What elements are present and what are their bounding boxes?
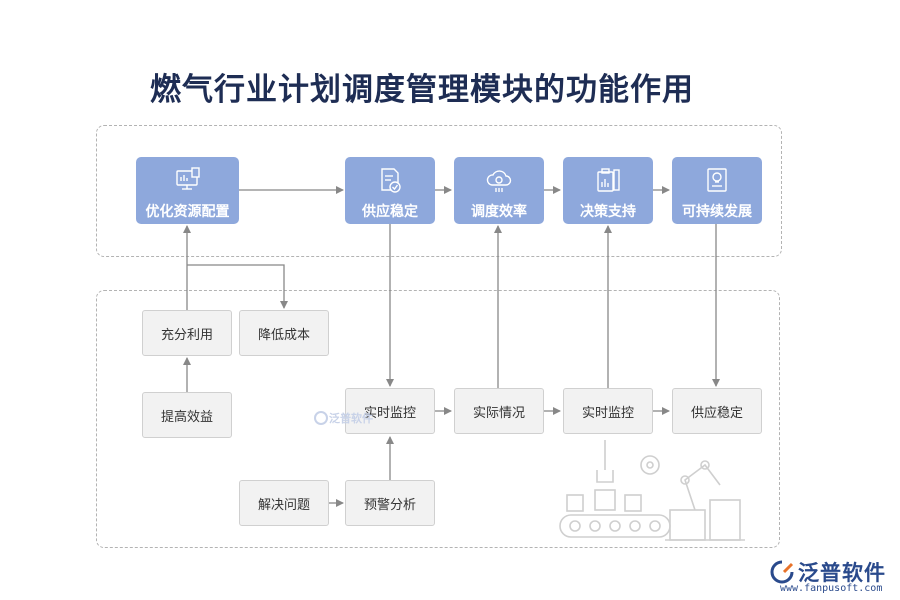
arrow-to-cost-reduction [187, 264, 288, 309]
clipboard-chart-icon [597, 168, 620, 192]
node-optimize-resources: 优化资源配置 [136, 157, 239, 224]
node-decision-support: 决策支持 [563, 157, 653, 224]
node-actual-situation: 实际情况 [454, 388, 544, 434]
computer-screen-icon [175, 167, 200, 190]
brand-logo: 泛普软件 [770, 557, 886, 587]
node-sustainable: 可持续发展 [672, 157, 762, 224]
node-label: 决策支持 [580, 204, 636, 220]
node-label: 优化资源配置 [145, 204, 230, 220]
logo-text: 泛普软件 [798, 561, 886, 585]
node-full-use: 充分利用 [142, 310, 232, 356]
watermark-logo-icon [314, 411, 328, 425]
fanpu-logo-icon [770, 560, 794, 584]
top-panel [96, 125, 782, 257]
cloud-gear-icon [486, 170, 512, 192]
node-realtime-monitor-1: 实时监控 [345, 388, 435, 434]
node-dispatch-efficiency: 调度效率 [454, 157, 544, 224]
document-check-icon [381, 168, 401, 193]
node-realtime-monitor-2: 实时监控 [563, 388, 653, 434]
factory-illustration-icon [559, 440, 745, 541]
node-label: 调度效率 [471, 204, 527, 220]
node-improve-benefit: 提高效益 [142, 392, 232, 438]
node-supply-stable-2: 供应稳定 [672, 388, 762, 434]
node-label: 可持续发展 [682, 204, 752, 220]
lightbulb-document-icon [707, 168, 727, 192]
watermark: 泛普软件 [313, 410, 373, 426]
watermark-text: 泛普软件 [329, 412, 373, 425]
node-warning-analysis: 预警分析 [345, 480, 435, 526]
node-supply-stable: 供应稳定 [345, 157, 435, 224]
logo-url: www.fanpusoft.com [780, 583, 883, 594]
bottom-panel [96, 290, 780, 548]
node-cost-reduction: 降低成本 [239, 310, 329, 356]
node-solve-problem: 解决问题 [239, 480, 329, 526]
page-title: 燃气行业计划调度管理模块的功能作用 [150, 72, 694, 108]
node-label: 供应稳定 [362, 204, 418, 220]
